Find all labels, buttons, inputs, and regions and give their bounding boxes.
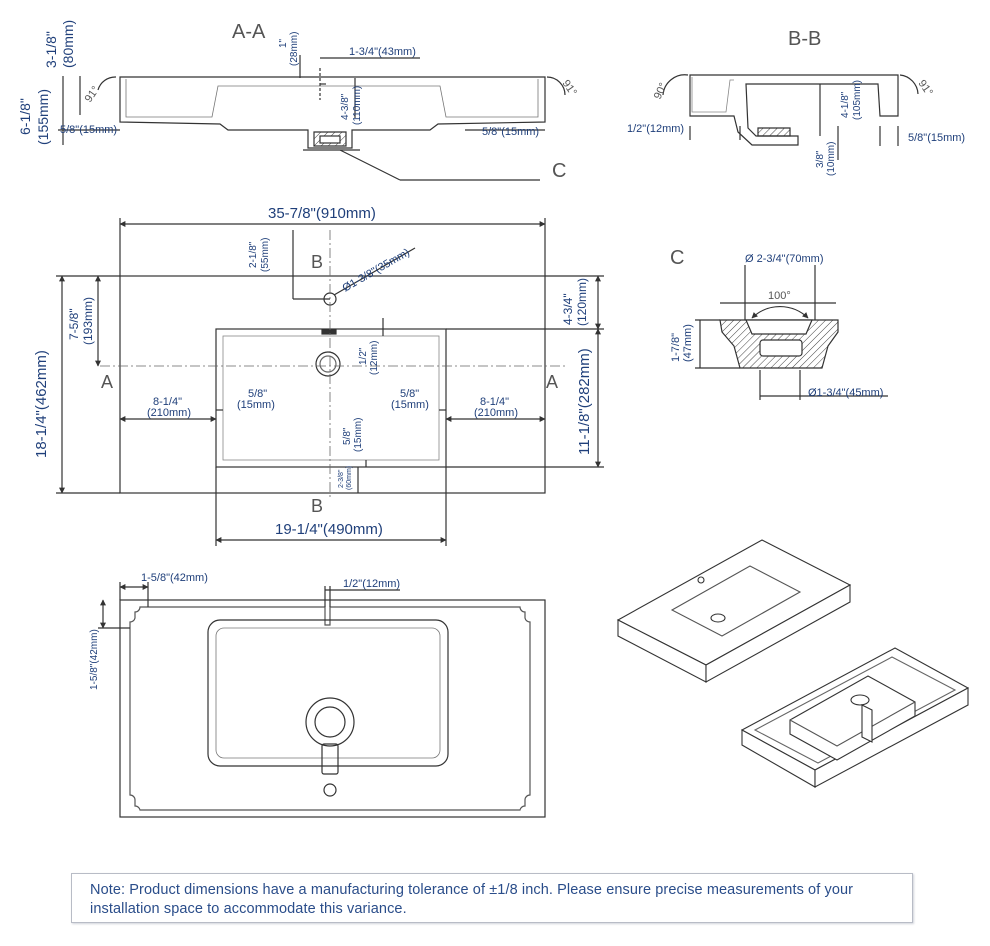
- tolerance-note: Note: Product dimensions have a manufact…: [71, 873, 913, 923]
- section-bb-profile: [689, 74, 899, 146]
- bottom-slot-dim: 1/2"(12mm): [343, 578, 400, 590]
- plan-faucet-depth-mm: (55mm): [260, 238, 271, 272]
- plan-outline: [119, 275, 546, 494]
- section-aa-title: A-A: [232, 21, 266, 43]
- bottom-view-outline: [119, 599, 546, 818]
- bottom-view: [98, 582, 546, 818]
- aa-drain-height-mm: (110mm): [352, 86, 363, 125]
- plan-marker-b-top: B: [311, 252, 323, 272]
- plan-bowl: [215, 328, 447, 468]
- bb-depth-in: 4-1/8": [840, 91, 851, 118]
- iso-top-view: [616, 539, 852, 683]
- bottom-edge-dim: 1-5/8"(42mm): [141, 572, 208, 584]
- plan-bowl-width: 19-1/4"(490mm): [275, 521, 383, 538]
- detail-c-bottom-diameter: Ø1-3/4"(45mm): [808, 387, 883, 399]
- tolerance-note-text: Note: Product dimensions have a manufact…: [90, 882, 854, 917]
- aa-faucet-in: 1": [278, 38, 289, 48]
- plan-side-left-mm: (210mm): [147, 407, 191, 419]
- plan-marker-b-bottom: B: [311, 496, 323, 516]
- plan-bowl-depth: 11-1/8"(282mm): [576, 348, 593, 455]
- plan-width-label: 35-7/8"(910mm): [268, 205, 376, 222]
- bb-bottom-mm: (10mm): [826, 142, 837, 176]
- plan-bowl-offset-in: 7-5/8": [67, 308, 81, 340]
- bb-edge-left: 1/2"(12mm): [627, 123, 684, 135]
- aa-height-total-mm: (155mm): [35, 89, 51, 145]
- bottom-side-dim: 1-5/8"(42mm): [89, 629, 100, 690]
- aa-edge-left: 5/8"(15mm): [60, 124, 117, 136]
- aa-faucet-offset: 1-3/4"(43mm): [349, 46, 416, 58]
- section-bb-title: B-B: [788, 28, 821, 50]
- plan-rim-bottom-mm: (15mm): [353, 418, 364, 452]
- section-c-marker: C: [552, 160, 566, 182]
- detail-c-height-in: 1-7/8": [670, 333, 682, 362]
- detail-c-title: C: [670, 247, 684, 269]
- detail-c: C: [670, 247, 888, 400]
- plan-marker-a-right: A: [546, 372, 558, 392]
- plan-marker-a-left: A: [101, 372, 113, 392]
- plan-bowl-offset-mm: (193mm): [81, 297, 95, 345]
- plan-front-mm: (60mm): [346, 466, 353, 490]
- plan-top-margin-mm: (120mm): [575, 278, 589, 326]
- aa-height-top-mm: (80mm): [60, 20, 76, 68]
- bottom-view-basin: [207, 619, 449, 767]
- plan-depth-label: 18-1/4"(462mm): [33, 350, 50, 458]
- detail-c-top-diameter: Ø 2-3/4"(70mm): [745, 253, 823, 265]
- plan-side-left-in: 8-1/4": [153, 396, 182, 408]
- bb-angle-right: 91°: [916, 78, 935, 99]
- plan-rim-left-in: 5/8": [248, 388, 267, 400]
- plan-front-in: 2-3/8": [338, 469, 345, 488]
- plan-view: [56, 218, 604, 546]
- plan-rim-right-mm: (15mm): [391, 399, 429, 411]
- plan-drain: [315, 351, 341, 377]
- detail-c-angle: 100°: [768, 290, 791, 302]
- section-aa-profile: [119, 76, 546, 149]
- bb-depth-mm: (105mm): [852, 80, 863, 120]
- plan-rim-right-in: 5/8": [400, 388, 419, 400]
- plan-slot-in: 1/2": [358, 347, 369, 365]
- bb-edge-right: 5/8"(15mm): [908, 132, 965, 144]
- plan-top-margin-in: 4-3/4": [561, 293, 575, 325]
- section-aa: A-A: [58, 21, 566, 181]
- aa-height-top-in: 3-1/8": [43, 31, 59, 68]
- aa-drain-height-in: 4-3/8": [340, 93, 351, 120]
- plan-slot-mm: (12mm): [369, 341, 380, 375]
- plan-faucet-depth-in: 2-1/8": [248, 241, 259, 268]
- aa-edge-right: 5/8"(15mm): [482, 126, 539, 138]
- plan-side-right-in: 8-1/4": [480, 396, 509, 408]
- bottom-view-drain: [305, 697, 355, 747]
- iso-bottom-view: [740, 647, 970, 788]
- plan-rim-left-mm: (15mm): [237, 399, 275, 411]
- plan-rim-bottom-in: 5/8": [342, 427, 353, 445]
- plan-side-right-mm: (210mm): [474, 407, 518, 419]
- aa-height-total-in: 6-1/8": [17, 98, 33, 135]
- bb-bottom-in: 3/8": [815, 150, 826, 168]
- detail-c-height-mm: (47mm): [682, 324, 694, 362]
- aa-angle-right: 91°: [560, 78, 579, 99]
- section-bb: B-B: [662, 28, 919, 160]
- aa-faucet-mm: (28mm): [289, 32, 300, 66]
